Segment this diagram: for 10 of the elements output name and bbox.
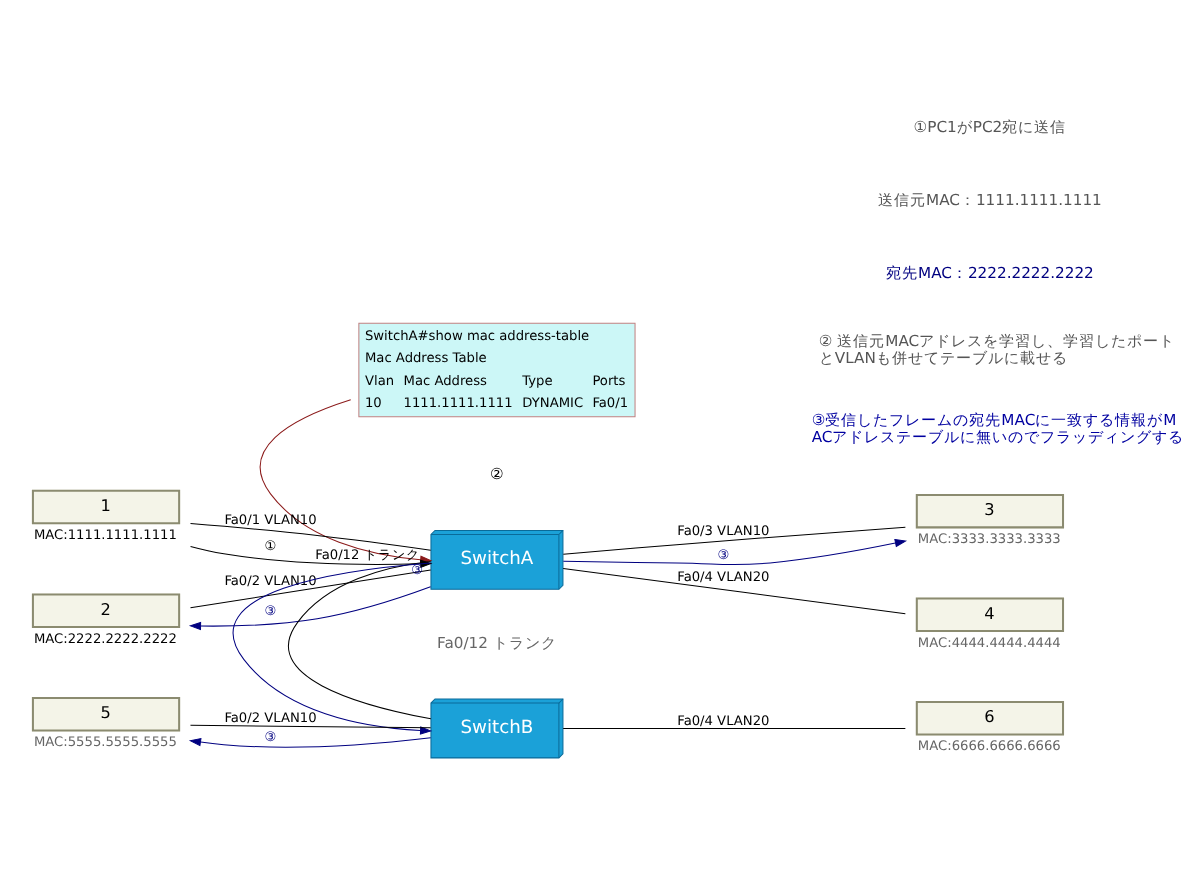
arrow	[188, 585, 432, 630]
arrow	[562, 537, 908, 565]
arrow	[188, 736, 432, 747]
arrow	[232, 561, 433, 734]
connector	[189, 568, 432, 608]
connector	[562, 567, 906, 614]
connector	[190, 522, 432, 550]
connector	[562, 726, 906, 728]
connector	[562, 525, 906, 554]
connector	[189, 723, 432, 728]
